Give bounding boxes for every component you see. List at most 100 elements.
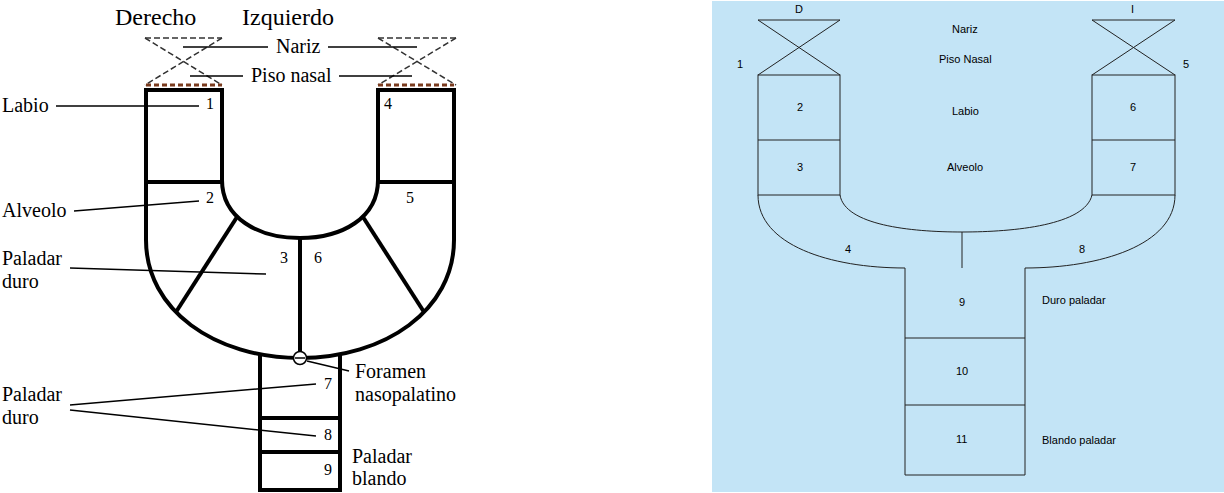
- callout-number: 1: [737, 58, 743, 71]
- nasal-floor-line: [378, 84, 454, 87]
- part-label: Labio: [952, 105, 979, 118]
- segment-number: 4: [845, 243, 852, 256]
- palate-outline: [144, 90, 456, 490]
- segment-number-box: 9: [957, 296, 968, 310]
- part-label: Alveolo: [2, 199, 66, 222]
- segment-divider: [258, 450, 342, 454]
- leader-line: [70, 384, 316, 405]
- nasal-floor-line: [146, 84, 222, 87]
- part-label: Paladar duro: [2, 383, 72, 429]
- segment-number: 7: [1130, 161, 1137, 174]
- stem-side: [1025, 268, 1026, 475]
- callout-number: 5: [1183, 58, 1189, 71]
- column-box: [758, 75, 840, 195]
- segment-number-box: 2: [204, 188, 216, 208]
- leader-line: [328, 46, 417, 48]
- segment-number-box: 4: [382, 94, 394, 114]
- nose-line: [758, 20, 840, 75]
- nose-line: [145, 37, 222, 39]
- segment-divider: [1092, 140, 1175, 141]
- segment-number: 2: [797, 101, 804, 114]
- segment-divider: [298, 238, 302, 358]
- leader-line: [70, 410, 316, 436]
- leader-line: [307, 361, 349, 371]
- outer-contour: [758, 195, 905, 268]
- segment-number: 4: [384, 94, 392, 113]
- side-heading: D: [795, 3, 803, 16]
- segment-divider: [962, 232, 963, 268]
- segment-number-box: 4: [843, 243, 854, 257]
- leader-line: [339, 75, 412, 77]
- side-heading: Izquierdo: [242, 4, 334, 32]
- stem-bottom: [258, 488, 342, 492]
- segment-number: 3: [280, 248, 288, 267]
- segment-number-box: 7: [322, 374, 334, 394]
- leader-line: [183, 46, 268, 48]
- foramen-symbol: [294, 352, 307, 365]
- outer-contour: [146, 90, 454, 358]
- part-label: Foramen nasopalatino: [355, 360, 467, 406]
- segment-number-box: 11: [954, 433, 970, 447]
- leader-line: [56, 105, 199, 107]
- schema-outline: [758, 20, 1175, 475]
- part-label: Piso nasal: [251, 64, 332, 87]
- segment-divider: [258, 416, 342, 420]
- part-label: Alveolo: [947, 161, 983, 174]
- segment-number: 9: [324, 460, 332, 479]
- segment-number: 6: [1130, 101, 1137, 114]
- segment-divider: [378, 180, 454, 184]
- panel-ground: [712, 1, 1224, 492]
- stem-side: [338, 353, 342, 490]
- segment-number-box: 6: [312, 248, 324, 268]
- segment-divider: [758, 140, 840, 141]
- side-heading: I: [1131, 3, 1134, 16]
- nose-line: [378, 38, 456, 85]
- stem-side: [258, 353, 262, 490]
- part-label: Nariz: [276, 35, 320, 58]
- segment-number: 10: [956, 365, 969, 378]
- nose-line: [378, 37, 456, 39]
- part-label: Labio: [2, 94, 49, 117]
- segment-divider: [146, 180, 222, 184]
- segment-number-box: 9: [322, 460, 334, 480]
- outer-contour: [1025, 195, 1175, 268]
- segment-divider: [905, 405, 1025, 406]
- segment-divider: [176, 217, 237, 312]
- segment-number: 8: [1079, 243, 1086, 256]
- segment-number: 8: [324, 425, 332, 444]
- nose-line: [1092, 20, 1175, 75]
- nose-line: [1092, 20, 1175, 21]
- segment-number-box: 2: [795, 101, 806, 115]
- nose-line: [1092, 20, 1175, 75]
- part-label: Piso Nasal: [939, 53, 992, 66]
- segment-number-box: 6: [1128, 101, 1139, 115]
- stem-bottom: [905, 475, 1025, 476]
- part-label: Blando paladar: [1042, 434, 1116, 447]
- leader-line: [70, 268, 266, 274]
- segment-number-box: 5: [404, 188, 416, 208]
- segment-number-box: 7: [1128, 161, 1139, 175]
- inner-contour: [222, 90, 378, 238]
- segment-edge: [144, 88, 224, 92]
- segment-number: 11: [956, 433, 968, 446]
- foramen-circle: [294, 352, 307, 365]
- segment-number-box: 10: [954, 365, 971, 379]
- segment-number: 9: [959, 296, 966, 309]
- segment-number-box: 3: [278, 248, 290, 268]
- part-label: Duro paladar: [1042, 294, 1106, 307]
- segment-number: 3: [797, 161, 804, 174]
- nose-line: [145, 38, 222, 85]
- nose-line: [145, 38, 222, 85]
- nose-line: [758, 20, 840, 75]
- nose-line: [758, 20, 840, 21]
- segment-number: 5: [406, 188, 414, 207]
- segment-number-box: 3: [795, 161, 806, 175]
- part-label: Paladar duro: [2, 247, 72, 293]
- segment-number-box: 8: [322, 425, 334, 445]
- segment-number: 1: [206, 94, 214, 113]
- column-box: [1092, 75, 1175, 195]
- leader-line: [190, 75, 243, 77]
- part-label: Paladar blando: [352, 445, 424, 489]
